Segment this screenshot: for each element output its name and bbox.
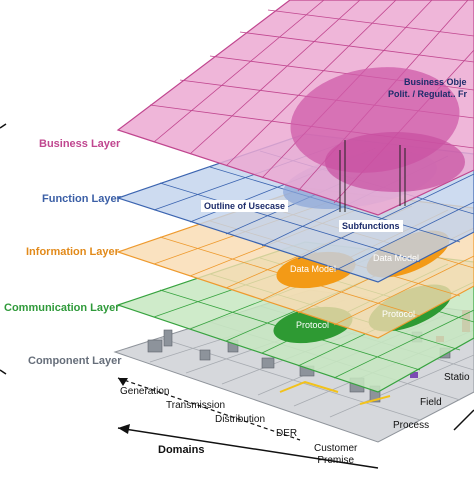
function-layer-label: Function Layer: [42, 193, 121, 205]
zone-field: Field: [420, 397, 442, 408]
usecase-outline-box: Outline of Usecase: [201, 200, 289, 212]
connector-lines: [339, 140, 406, 212]
domain-der: DER: [276, 428, 298, 439]
information-layer-label: Information Layer: [26, 246, 119, 258]
domains-title: Domains: [158, 444, 205, 456]
data-model-label-1: Data Model: [290, 264, 337, 274]
protocol-label-1: Protocol: [296, 320, 330, 330]
domain-generation: Generation: [120, 386, 170, 397]
data-model-label-2: Data Model: [373, 253, 420, 263]
zones-arrow: [453, 409, 474, 431]
domain-distribution: Distribution: [215, 414, 266, 425]
business-objectives-label: Business Obje Polit. / Regulat.. Fr: [388, 77, 468, 99]
zone-process: Process: [393, 420, 430, 431]
domain-customer-premise: Customer Premise: [314, 443, 358, 466]
domain-transmission: Transmission: [166, 400, 226, 411]
business-layer-label: Business Layer: [39, 138, 121, 150]
subfunctions-box: Subfunctions: [339, 220, 403, 232]
zone-station: Statio: [444, 372, 470, 383]
communication-layer-label: Communication Layer: [4, 302, 120, 314]
protocol-label-2: Protocol: [382, 309, 416, 319]
domains-arrow: [117, 377, 379, 469]
business-plane: [116, 0, 474, 216]
component-layer-label: Component Layer: [28, 355, 122, 367]
